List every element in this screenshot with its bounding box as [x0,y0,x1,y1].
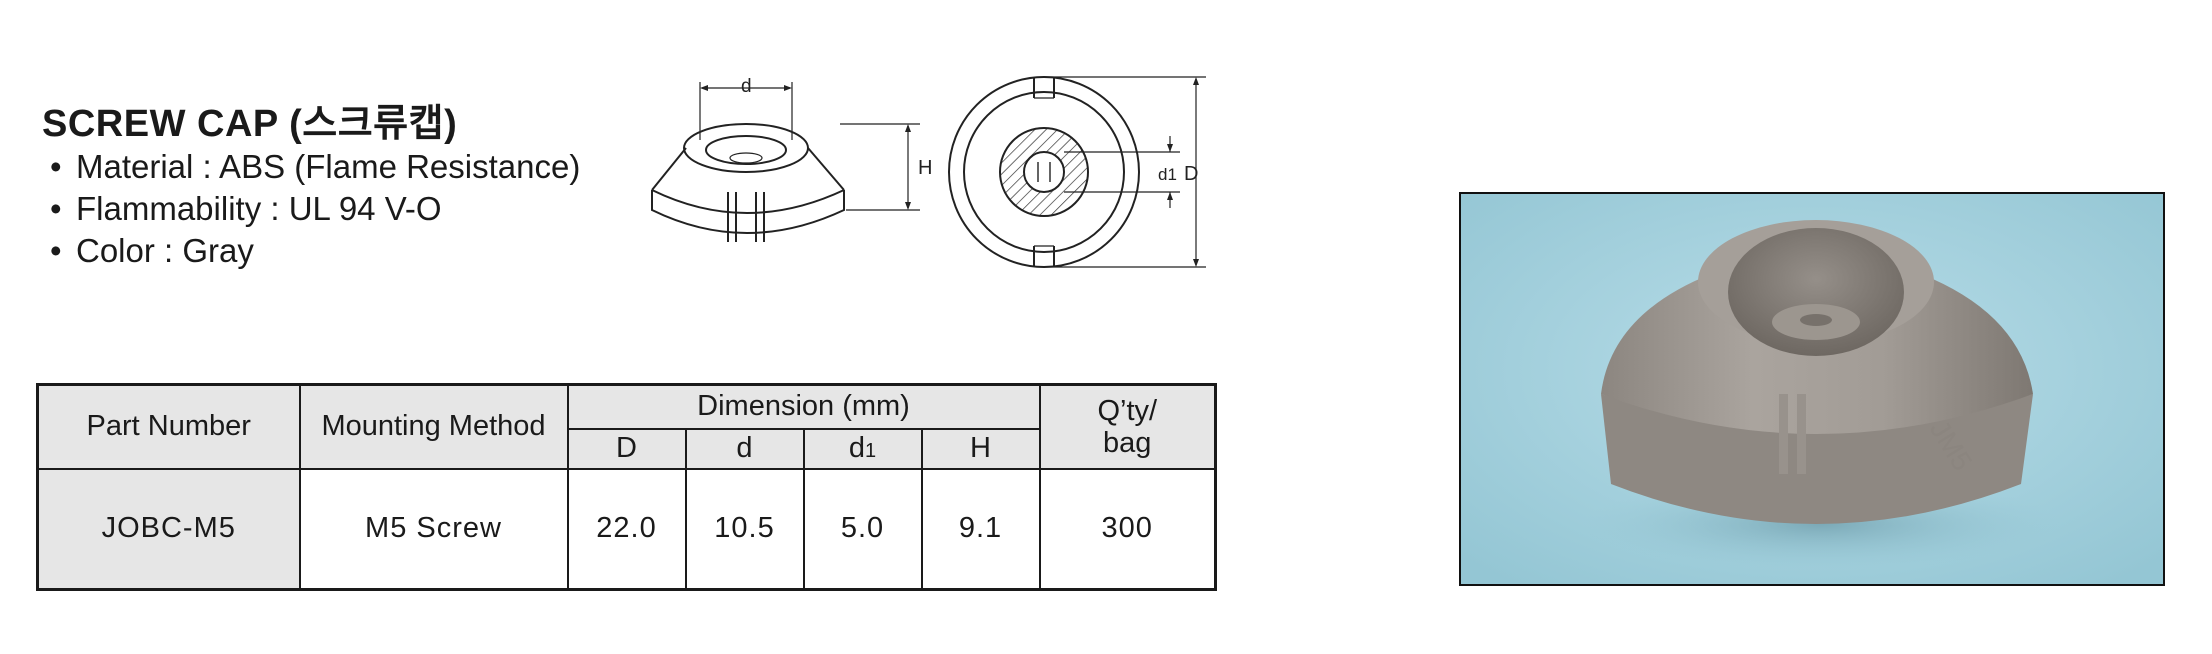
cell-mounting-method: M5 Screw [298,467,569,591]
spec-material: Material : ABS (Flame Resistance) [50,146,580,188]
header-part-number: Part Number [36,383,301,470]
header-d1-sub: 1 [865,440,877,462]
header-H: H [920,427,1041,470]
header-qty-line2: bag [1103,426,1152,459]
header-mounting-method: Mounting Method [298,383,569,470]
cell-d: 10.5 [684,467,805,591]
dim-label-d1: d1 [1158,165,1177,184]
spec-flammability: Flammability : UL 94 V-O [50,188,580,230]
cell-d1: 5.0 [802,467,923,591]
table-row: JOBC-M5 M5 Screw 22.0 10.5 5.0 9.1 300 [36,467,1217,591]
product-photo: JM5 [1459,192,2165,586]
spec-table: Part Number Mounting Method Dimension (m… [36,383,1217,591]
dim-label-d: d [741,76,752,97]
spec-list: Material : ABS (Flame Resistance) Flamma… [50,146,580,272]
header-D: D [566,427,687,470]
cell-D: 22.0 [566,467,687,591]
product-photo-image: JM5 [1461,194,2163,584]
dim-label-H: H [918,157,932,179]
dim-label-D: D [1184,163,1198,185]
technical-drawing: d H d1 D [651,76,1206,268]
header-qty: Q’ty/ bag [1038,383,1217,470]
side-view [651,82,920,242]
cell-H: 9.1 [920,467,1041,591]
cell-part-number: JOBC-M5 [36,467,301,591]
top-view [948,76,1206,268]
header-qty-line1: Q’ty/ [1097,394,1158,427]
product-title: SCREW CAP (스크류캡) [42,103,458,145]
spec-color: Color : Gray [50,230,580,272]
header-d1: d1 [802,427,923,470]
header-dimension: Dimension (mm) [566,383,1041,430]
cell-qty: 300 [1038,467,1217,591]
header-d1-base: d [848,432,865,464]
header-d: d [684,427,805,470]
